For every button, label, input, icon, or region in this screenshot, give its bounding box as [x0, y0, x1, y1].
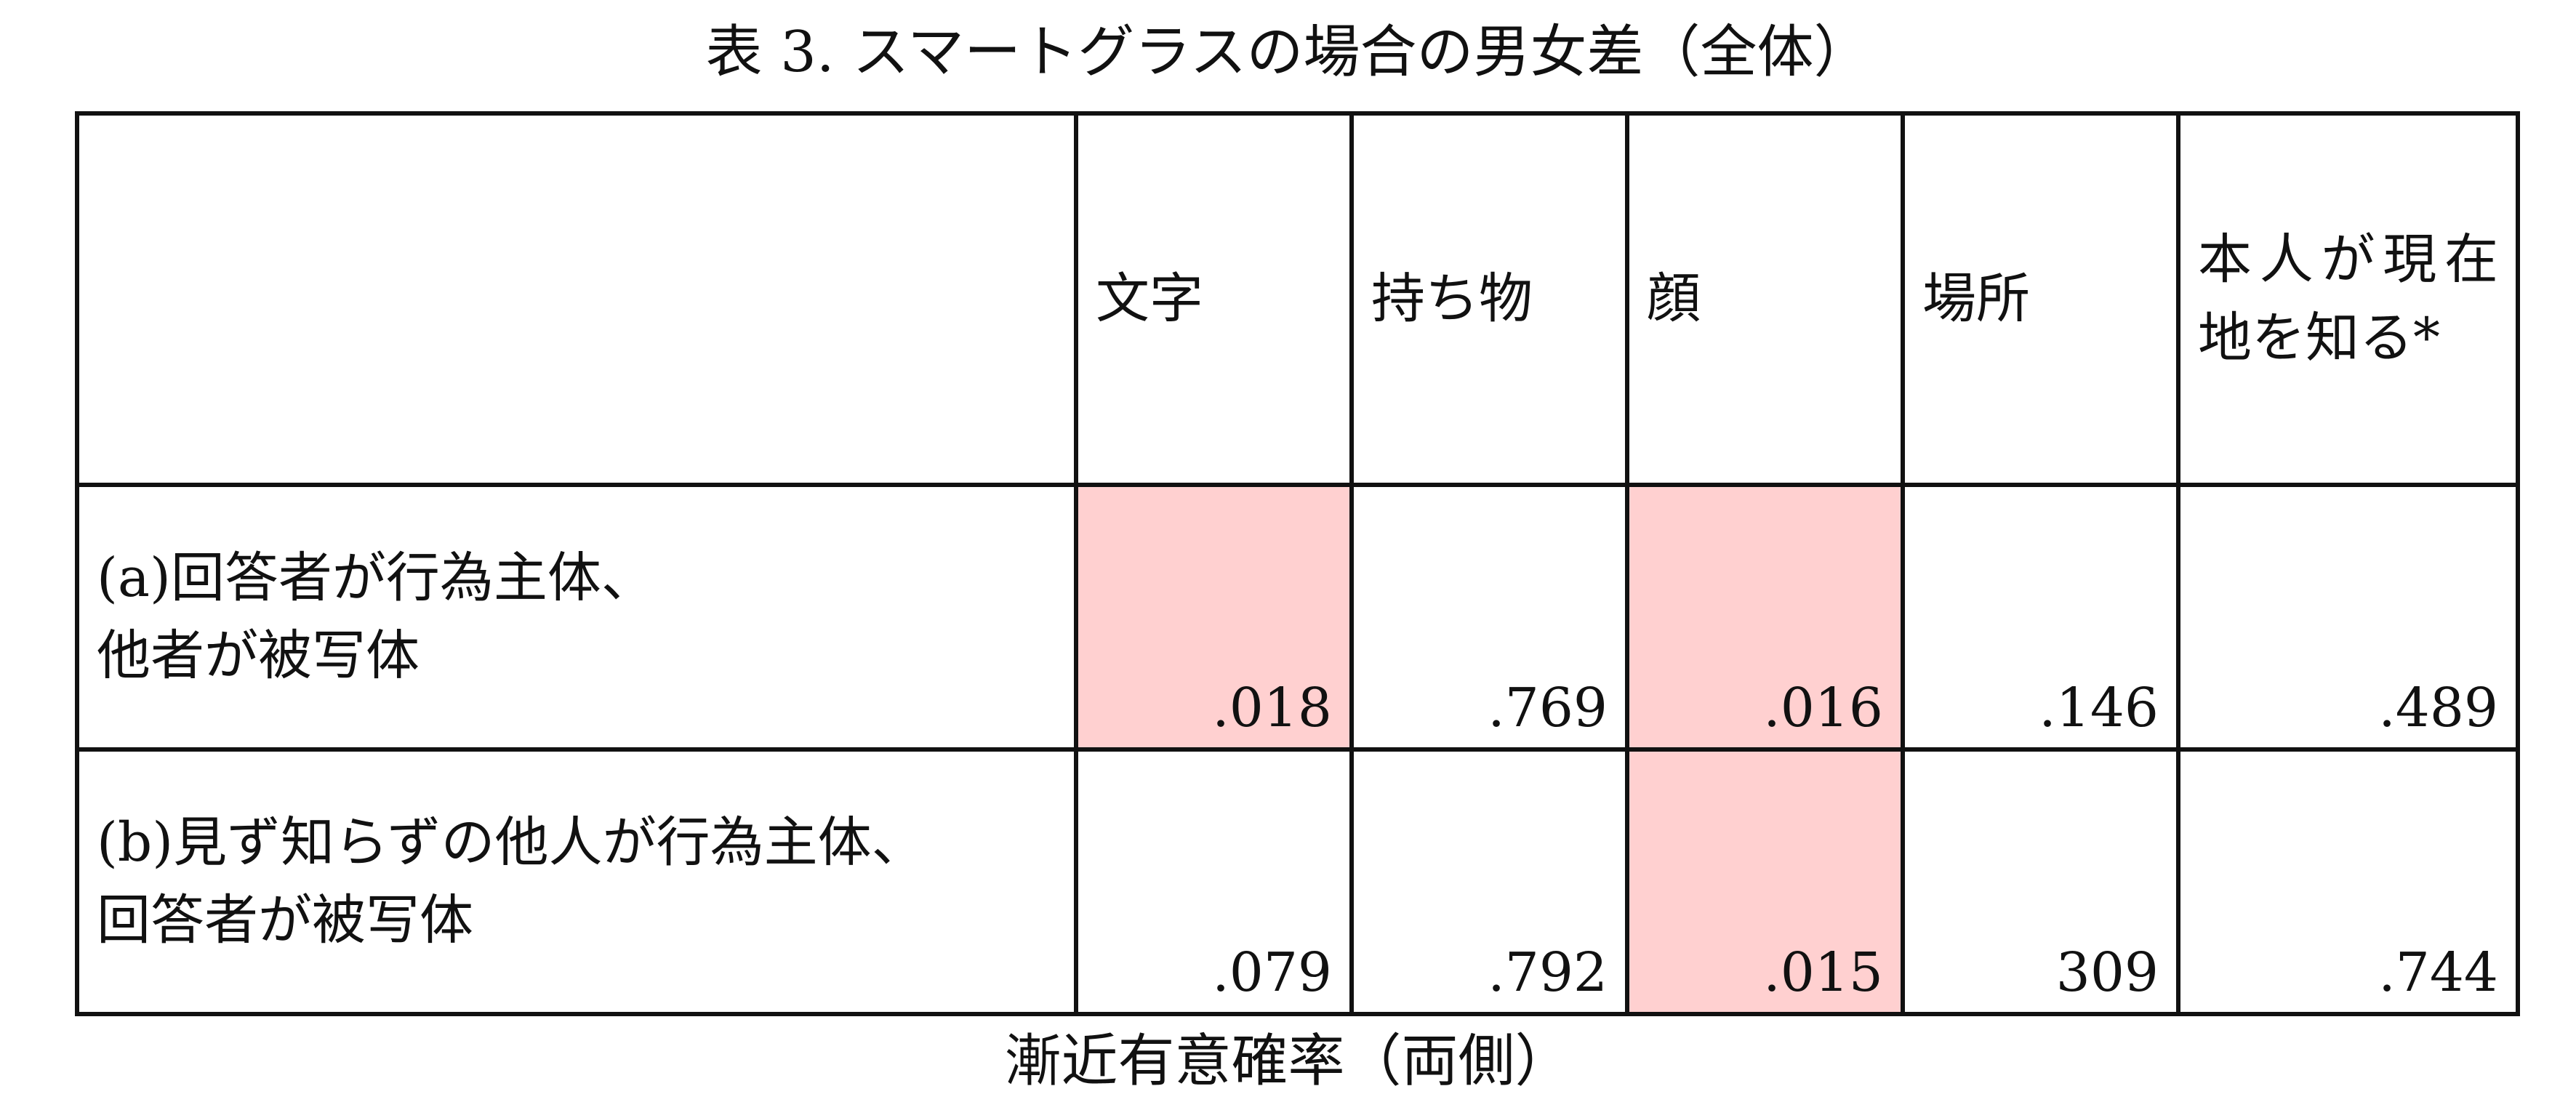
table-cell: .146 — [1901, 483, 2180, 752]
table-cell: .769 — [1349, 483, 1629, 752]
table-header-row: 文字 持ち物 顔 場所 本人が現在地を知る* — [75, 111, 2520, 487]
column-header-place: 場所 — [1901, 111, 2180, 487]
corner-cell — [75, 111, 1078, 487]
row-label: (b)見ず知らずの他人が行為主体、 回答者が被写体 — [75, 747, 1078, 1016]
table-row: (a)回答者が行為主体、 他者が被写体 .018 .769 .016 .146 … — [75, 483, 2520, 752]
row-label: (a)回答者が行為主体、 他者が被写体 — [75, 483, 1078, 752]
table-cell: .018 — [1074, 483, 1354, 752]
table-cell: .015 — [1625, 747, 1905, 1016]
column-header-belongings: 持ち物 — [1349, 111, 1629, 487]
table-cell: .744 — [2176, 747, 2520, 1016]
column-header-face: 顔 — [1625, 111, 1905, 487]
table-cell: .079 — [1074, 747, 1354, 1016]
table-row: (b)見ず知らずの他人が行為主体、 回答者が被写体 .079 .792 .015… — [75, 747, 2520, 1016]
table-cell: 309 — [1901, 747, 2180, 1016]
column-header-location-awareness: 本人が現在地を知る* — [2176, 111, 2520, 487]
results-table: 文字 持ち物 顔 場所 本人が現在地を知る* (a)回答者が行為主体、 他者が被… — [75, 111, 2520, 1016]
table-cell: .792 — [1349, 747, 1629, 1016]
column-header-text: 文字 — [1074, 111, 1354, 487]
table-caption: 表 3. スマートグラスの場合の男女差（全体） — [705, 20, 1871, 85]
table-cell: .489 — [2176, 483, 2520, 752]
table-footer-note: 漸近有意確率（両側） — [1004, 1029, 1572, 1094]
table-cell: .016 — [1625, 483, 1905, 752]
